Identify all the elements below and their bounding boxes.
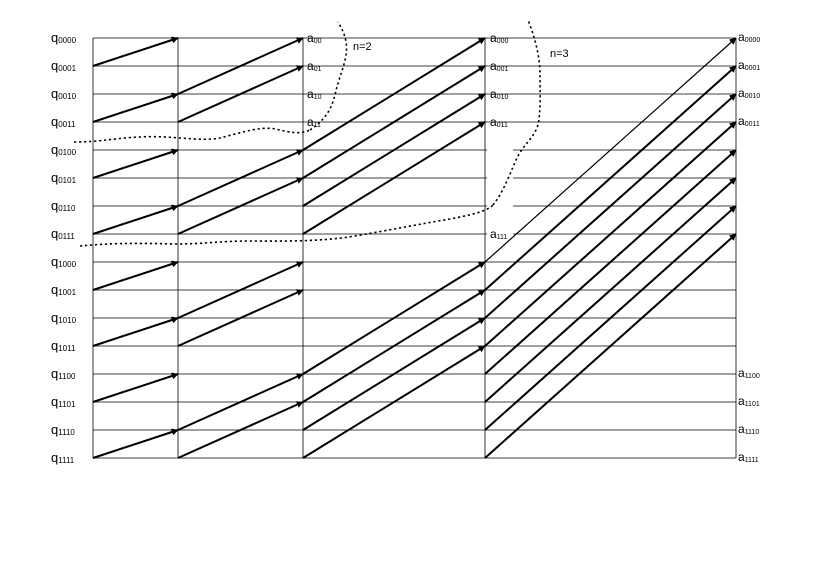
transition-arrow [177,289,304,347]
row-label-q0100: q0100 [51,142,77,157]
transition-arrow [177,401,304,459]
n3-annotation: n=3 [550,48,569,60]
col2-label-a00: a00 [307,31,322,45]
row-label-q1011: q1011 [51,338,76,353]
transition-arrow [484,149,737,375]
row-label-q1000: q1000 [51,254,77,269]
transition-arrow [302,93,486,207]
row-label-q0010: q0010 [51,86,77,101]
row-label-q1100: q1100 [51,366,76,381]
transition-arrow [92,92,179,123]
transition-arrow [484,205,737,431]
transition-arrow [92,428,179,459]
transition-arrow [302,261,486,375]
transition-arrow [92,372,179,403]
transition-arrow [484,121,737,347]
transition-arrow [177,177,304,235]
row-label-q0001: q0001 [51,58,77,73]
n2-annotation: n=2 [353,41,372,53]
label-layer: q0000 q0001 q0010 q0011 q0100 q0101 q0110 q0111… [51,30,760,465]
dotted-curve-n3 [492,19,541,206]
transition-arrow [177,261,304,319]
dotted-curve-horizontal-lower [79,204,494,247]
transition-arrow [177,373,304,431]
transition-arrow [484,37,737,263]
arrow-layer [92,36,737,459]
row-label-q1111: q1111 [51,450,75,465]
transition-arrow [302,37,486,151]
col2-label-a01: a01 [307,59,322,73]
transition-arrow [177,37,304,95]
transition-arrow [484,65,737,291]
col3-label-a000: a000 [490,31,508,45]
transition-arrow [302,317,486,431]
dotted-curve-horizontal-upper [73,127,311,143]
col4-label-a1111: a1111 [738,450,759,464]
row-label-q0101: q0101 [51,170,77,185]
transition-arrow [484,93,737,319]
transition-arrow [92,260,179,291]
transition-arrow [177,149,304,207]
transition-arrow [302,121,486,235]
transition-arrow [484,233,737,459]
dotted-curve-n2 [309,21,348,131]
transition-arrow [92,316,179,347]
row-label-q1101: q1101 [51,394,76,409]
row-label-q1110: q1110 [51,422,75,437]
row-label-q1001: q1001 [51,282,77,297]
col2-label-a10: a10 [307,87,322,101]
col3-label-a001: a001 [490,59,508,73]
transition-arrow [177,65,304,123]
transition-arrow [92,36,179,67]
transition-arrow [92,148,179,179]
col4-label-a1110: a1110 [738,422,759,436]
col4-label-a0001: a0001 [738,58,760,72]
grid-lines [92,37,737,459]
col3-label-a011: a011 [490,115,508,129]
col2-label-a11: a11 [307,115,321,129]
col4-label-a0010: a0010 [738,86,760,100]
row-label-q0000: q0000 [51,30,77,45]
transition-arrow [302,289,486,403]
transition-arrow [302,65,486,179]
col4-label-a1101: a1101 [738,394,760,408]
col3-label-a010: a010 [490,87,508,101]
col4-label-a0011: a0011 [738,114,760,128]
row-label-q1010: q1010 [51,310,77,325]
row-label-q0011: q0011 [51,114,76,129]
mask-band [487,130,513,235]
transition-arrow [484,177,737,403]
col4-label-a0000: a0000 [738,30,760,44]
transition-arrow [302,345,486,459]
col4-label-a1100: a1100 [738,366,760,380]
transition-arrow [92,204,179,235]
row-label-q0110: q0110 [51,198,76,213]
row-label-q0111: q0111 [51,226,75,241]
col3-label-a111: a111 [490,227,507,241]
